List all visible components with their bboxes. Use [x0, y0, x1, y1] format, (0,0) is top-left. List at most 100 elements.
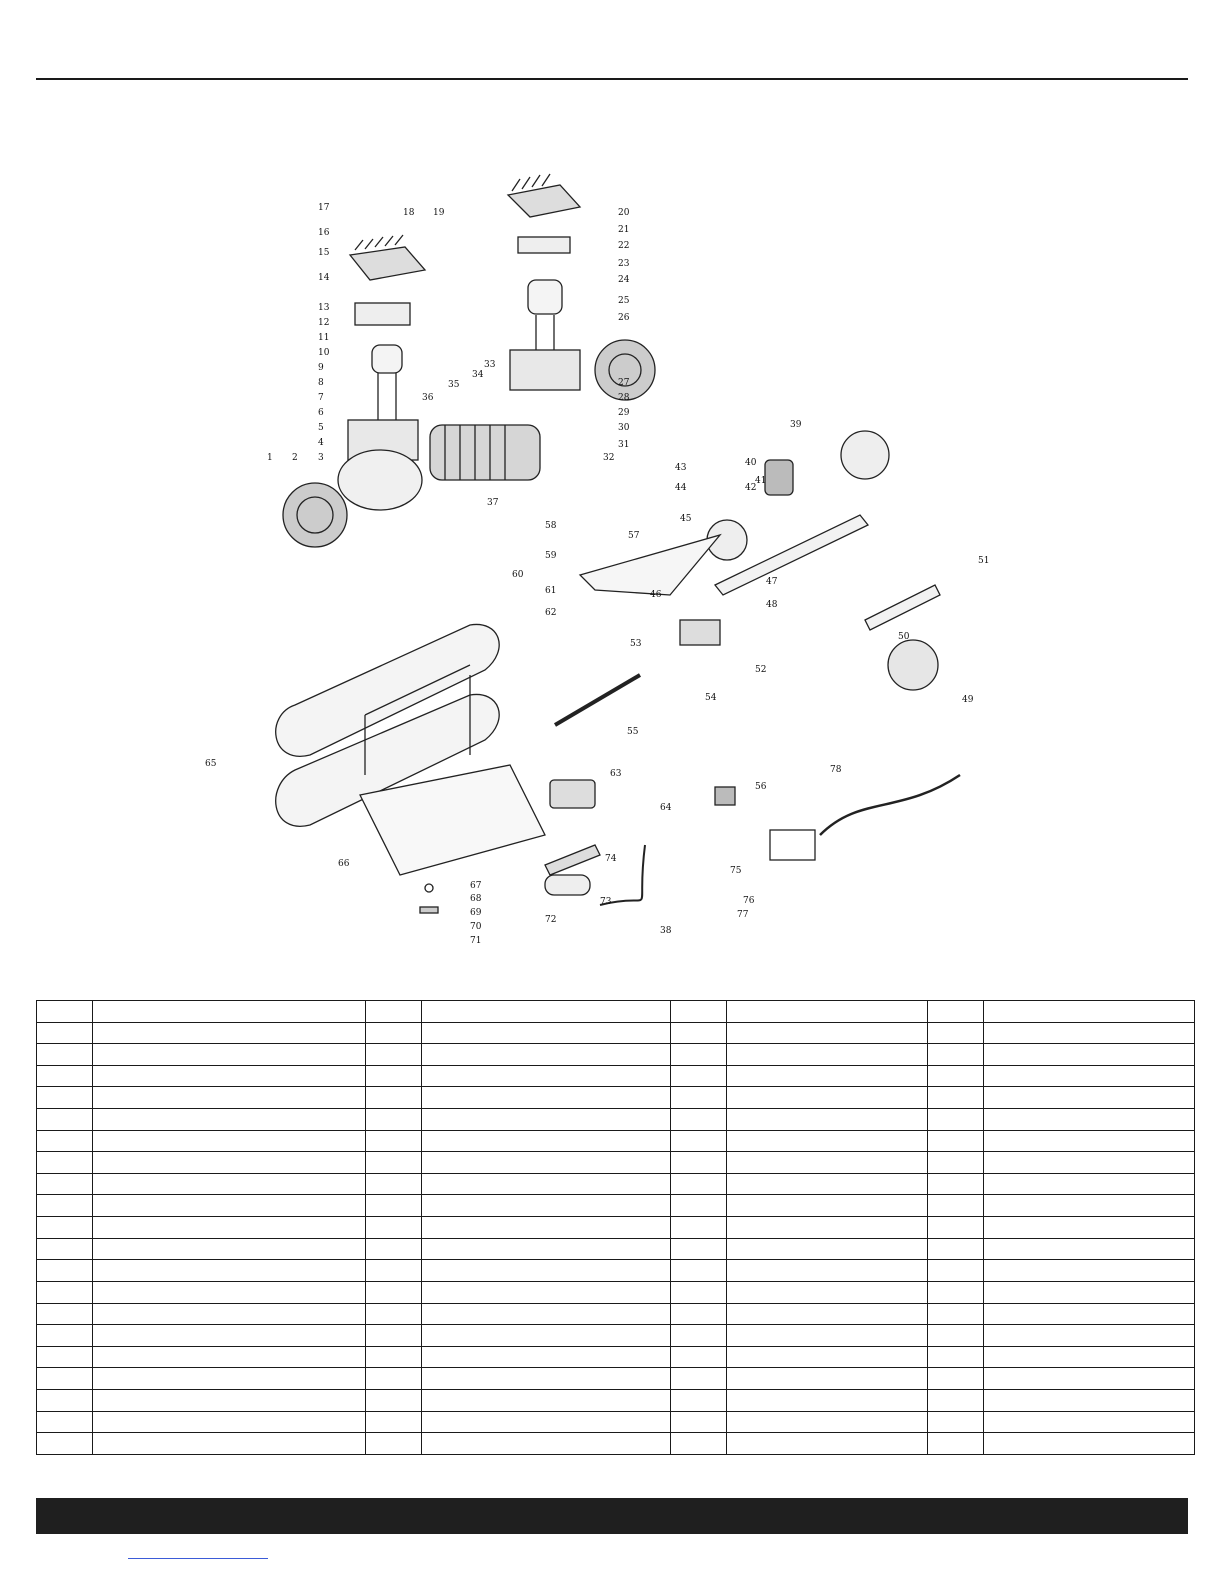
table-cell: [726, 1259, 928, 1282]
table-cell: [670, 1021, 727, 1045]
table-cell: [92, 1259, 366, 1282]
callout-42: 42: [745, 483, 756, 493]
table-cell: [92, 1345, 366, 1369]
callout-7: 7: [318, 393, 324, 403]
table-cell: [726, 1367, 928, 1390]
table-row: [36, 1280, 1195, 1304]
callout-2: 2: [292, 453, 298, 463]
table-cell: [421, 1064, 671, 1088]
callout-1: 1: [267, 453, 273, 463]
table-cell: [365, 1280, 422, 1304]
table-cell: [421, 1237, 671, 1261]
table-cell: [983, 1172, 1195, 1196]
callout-47: 47: [766, 577, 778, 587]
table-cell: [927, 1259, 984, 1282]
callout-40: 40: [745, 458, 757, 468]
table-cell: [365, 1345, 422, 1369]
callout-63: 63: [610, 769, 622, 779]
table-cell: [670, 1410, 727, 1434]
table-cell: [670, 1043, 727, 1066]
table-cell: [421, 1108, 671, 1131]
callout-10: 10: [318, 348, 330, 358]
table-cell: [726, 1324, 928, 1347]
table-row: [36, 1302, 1195, 1326]
table-cell: [36, 1302, 93, 1326]
table-cell: [421, 1129, 671, 1153]
table-cell: [36, 1194, 93, 1218]
callout-57: 57: [628, 531, 640, 541]
table-row: [36, 1432, 1195, 1455]
callout-5: 5: [318, 423, 324, 433]
table-cell: [670, 1000, 727, 1023]
callout-6: 6: [318, 408, 324, 418]
table-cell: [36, 1237, 93, 1261]
table-cell: [983, 1324, 1195, 1347]
table-cell: [726, 1021, 928, 1045]
table-cell: [421, 1086, 671, 1110]
callout-48: 48: [766, 600, 778, 610]
table-cell: [726, 1064, 928, 1088]
table-cell: [670, 1151, 727, 1174]
callout-30: 30: [618, 423, 630, 433]
table-row: [36, 1345, 1195, 1369]
table-cell: [670, 1216, 727, 1239]
table-cell: [421, 1432, 671, 1455]
table-cell: [927, 1108, 984, 1131]
callout-34: 34: [472, 370, 484, 380]
table-cell: [365, 1129, 422, 1153]
callout-23: 23: [618, 259, 630, 269]
table-row: [36, 1237, 1195, 1261]
callout-8: 8: [318, 378, 324, 388]
table-cell: [36, 1000, 93, 1023]
table-cell: [983, 1086, 1195, 1110]
table-cell: [726, 1345, 928, 1369]
table-cell: [421, 1410, 671, 1434]
table-cell: [36, 1432, 93, 1455]
table-cell: [670, 1345, 727, 1369]
callout-44: 44: [675, 483, 687, 493]
callout-52: 52: [755, 665, 766, 675]
table-cell: [421, 1216, 671, 1239]
table-cell: [726, 1237, 928, 1261]
table-cell: [92, 1086, 366, 1110]
table-cell: [670, 1388, 727, 1412]
table-cell: [36, 1216, 93, 1239]
callout-32: 32: [603, 453, 614, 463]
table-cell: [365, 1302, 422, 1326]
table-cell: [726, 1172, 928, 1196]
table-cell: [670, 1237, 727, 1261]
table-row: [36, 1367, 1195, 1390]
callout-29: 29: [618, 408, 630, 418]
table-cell: [927, 1151, 984, 1174]
callout-65: 65: [205, 759, 217, 769]
table-cell: [927, 1280, 984, 1304]
callout-50: 50: [898, 632, 910, 642]
table-cell: [36, 1043, 93, 1066]
table-cell: [927, 1237, 984, 1261]
table-cell: [927, 1410, 984, 1434]
table-cell: [983, 1194, 1195, 1218]
callout-37: 37: [487, 498, 499, 508]
table-cell: [670, 1172, 727, 1196]
table-cell: [365, 1108, 422, 1131]
callout-78: 78: [830, 765, 842, 775]
callout-41: 41: [755, 476, 766, 486]
table-cell: [983, 1000, 1195, 1023]
table-cell: [726, 1000, 928, 1023]
footer-link[interactable]: [128, 1558, 268, 1559]
callout-25: 25: [618, 296, 630, 306]
table-cell: [365, 1194, 422, 1218]
callout-13: 13: [318, 303, 330, 313]
callout-26: 26: [618, 313, 630, 323]
callout-72: 72: [545, 915, 556, 925]
callout-67: 67: [470, 881, 482, 891]
table-cell: [726, 1108, 928, 1131]
table-cell: [365, 1000, 422, 1023]
callout-71: 71: [470, 936, 481, 946]
table-cell: [421, 1259, 671, 1282]
table-cell: [421, 1043, 671, 1066]
table-cell: [726, 1280, 928, 1304]
table-cell: [983, 1345, 1195, 1369]
callout-18: 18: [403, 208, 415, 218]
table-row: [36, 1043, 1195, 1066]
